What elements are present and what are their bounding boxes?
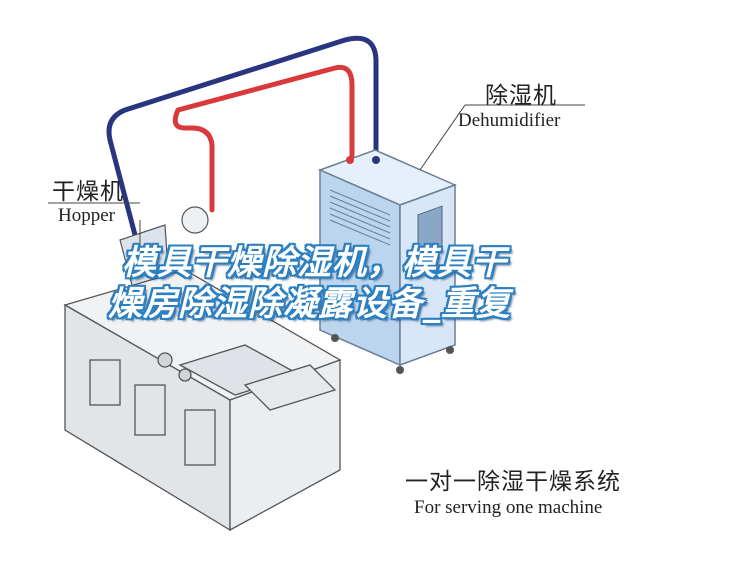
hopper-cn-label: 干燥机 bbox=[52, 179, 124, 205]
molding-machine bbox=[63, 269, 342, 532]
pipes bbox=[106, 35, 379, 238]
hopper-en-label: Hopper bbox=[58, 205, 115, 226]
blue-pipe bbox=[106, 35, 379, 238]
dehumidifier-unit bbox=[317, 149, 458, 374]
dehumidifier-en-label: Dehumidifier bbox=[458, 110, 561, 131]
dehumidifier-cn-label: 除湿机 bbox=[485, 83, 557, 109]
dehumidifier-leader bbox=[419, 104, 466, 171]
red-pipe bbox=[172, 64, 355, 213]
system-cn-label: 一对一除湿干燥系统 bbox=[405, 469, 621, 495]
overlay-title-line1: 模具干燥除湿机，模具干 bbox=[122, 243, 507, 283]
system-en-label: For serving one machine bbox=[414, 497, 603, 518]
overlay-title-line2: 燥房除湿除凝露设备_重复 bbox=[108, 284, 511, 324]
